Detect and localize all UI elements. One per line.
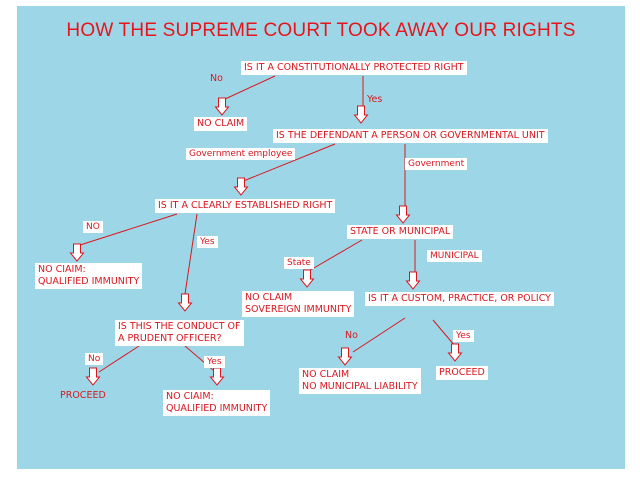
edge-label-municipal: MUNICIPAL [427,250,482,262]
node-line: NO CLAIM [302,369,350,380]
arrow-to-no-claim-qi-1 [69,243,85,262]
edge-label-no-constitutional: No [210,73,223,84]
edge-label-yes-established: Yes [197,236,218,248]
node-line: NO CLAIM [245,292,293,303]
node-line: IS THIS THE CONDUCT OF [118,321,241,332]
arrow-to-custom-policy [405,271,421,290]
node-no-claim: NO CLAIM [194,117,248,131]
arrow-to-prudent-officer [177,293,193,312]
connector-state [306,239,363,273]
node-no-claim-qualified-immunity-2: NO CIAIM: QUALIFIED IMMUNITY [163,390,271,416]
connector-no-prudent [98,345,140,373]
node-line: A PRUDENT OFFICER? [118,333,222,344]
arrow-to-defendant [353,105,369,124]
edge-label-state: State [284,257,314,269]
connector-no-custom [352,317,406,353]
arrow-to-sovereign-immunity [299,269,315,288]
edge-label-no-prudent: No [85,353,104,365]
connector-yes-established [184,213,198,295]
edge-label-government: Government [405,158,468,170]
node-no-claim-no-municipal-liability: NO CLAIM NO MUNICIPAL LIABILITY [299,368,421,394]
node-clearly-established: IS IT A CLEARLY ESTABLISHED RIGHT [155,199,336,213]
node-line: NO CIAIM: [38,264,86,275]
node-line: QUALIFIED IMMUNITY [38,276,140,287]
edge-label-yes-constitutional: Yes [367,94,383,105]
edge-label-no-established: NO [83,221,103,233]
node-no-claim-sovereign-immunity: NO CLAIM SOVEREIGN IMMUNITY [242,291,355,317]
node-defendant-type: IS THE DEFENDANT A PERSON OR GOVERNMENTA… [273,129,548,143]
edge-label-yes-prudent: Yes [204,356,225,368]
connector-yes-custom [432,319,456,347]
flowchart-connectors [69,75,463,386]
node-line: SOVEREIGN IMMUNITY [245,304,352,315]
node-state-or-municipal: STATE OR MUNICIPAL [347,225,454,239]
arrow-to-no-municipal-liability [337,347,353,366]
edge-label-yes-custom: Yes [453,330,474,342]
node-custom-practice-policy: IS IT A CUSTOM, PRACTICE, OR POLICY [365,292,554,306]
diagram-canvas: HOW THE SUPREME COURT TOOK AWAY OUR RIGH… [17,6,625,469]
arrow-to-proceed-municipal [447,343,463,362]
connector-no-established [76,213,178,247]
edge-label-government-employee: Government employee [186,148,296,160]
arrow-to-clearly-established [233,177,249,196]
node-proceed-municipal: PROCEED [436,366,488,380]
node-line: NO CIAIM: [166,391,214,402]
node-prudent-officer: IS THIS THE CONDUCT OF A PRUDENT OFFICER… [115,320,244,346]
arrow-to-no-claim-qi-2 [209,367,225,386]
node-line: QUALIFIED IMMUNITY [166,403,268,414]
diagram-title: HOW THE SUPREME COURT TOOK AWAY OUR RIGH… [66,20,576,41]
node-proceed-officer: PROCEED [60,390,106,401]
node-no-claim-qualified-immunity-1: NO CIAIM: QUALIFIED IMMUNITY [35,263,143,289]
connector-no-constitutional [222,75,276,101]
arrow-to-state-or-municipal [395,205,411,224]
node-line: NO MUNICIPAL LIABILITY [302,381,418,392]
edge-label-no-custom: No [345,330,358,341]
arrow-to-no-claim [214,97,230,116]
connector-government-employee [240,143,336,183]
node-constitutionally-protected: IS IT A CONSTITUTIONALLY PROTECTED RIGHT [241,61,467,75]
arrow-to-proceed-officer [85,367,101,386]
